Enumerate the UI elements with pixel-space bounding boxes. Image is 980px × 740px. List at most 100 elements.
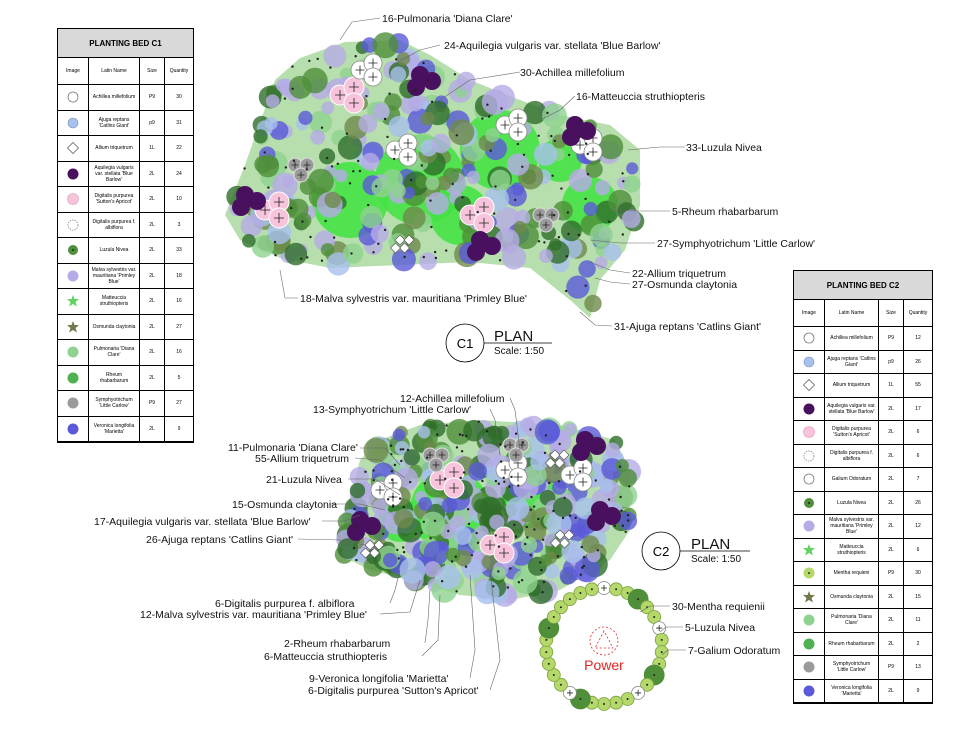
- plant: [533, 142, 558, 166]
- luzula-dot: [521, 165, 524, 168]
- plus-mark: [349, 82, 359, 92]
- luzula-dot: [543, 451, 547, 455]
- row-qty: 12: [903, 514, 932, 539]
- row-latin: Digitalis purpurea 'Sutton's Apricot': [824, 420, 879, 445]
- aquilegia-plant: [578, 122, 596, 140]
- luzula-dot: [530, 495, 533, 499]
- plant: [337, 538, 359, 559]
- row-latin: Matteuccia struthiopteris: [88, 288, 140, 315]
- plus-mark: [449, 483, 459, 493]
- planting-table-c2: PLANTING BED C2 Image Latin Name Size Qu…: [793, 270, 933, 704]
- luzula-dot: [546, 111, 549, 115]
- luzula-dot: [613, 524, 617, 528]
- luzula-dot: [291, 65, 294, 68]
- luzula-dot: [455, 446, 459, 449]
- row-size: 1L: [878, 373, 904, 398]
- ring-dot: [552, 674, 555, 676]
- star-olive-icon: [803, 590, 815, 603]
- circle-lightblue-icon: [803, 356, 815, 368]
- plus-mark: [513, 472, 523, 482]
- plant: [489, 514, 505, 530]
- luzula-dot: [383, 228, 387, 232]
- luzula-dot: [422, 255, 425, 259]
- luzula-dot: [392, 157, 396, 161]
- row-image: [58, 161, 89, 187]
- allium-plant: [545, 457, 556, 469]
- plant: [383, 553, 398, 568]
- plant: [319, 148, 336, 165]
- luzula-dot: [481, 479, 484, 483]
- aquilegia-plant: [483, 237, 501, 255]
- plant: [253, 129, 268, 144]
- row-size: 2L: [878, 585, 904, 609]
- plant: [394, 441, 410, 456]
- plus-mark: [303, 161, 311, 169]
- row-image: [58, 212, 89, 238]
- luzula-dot: [429, 199, 432, 202]
- plus-mark: [656, 625, 663, 632]
- luzula-dot: [541, 538, 545, 541]
- luzula-dot: [494, 185, 497, 188]
- allium-plant: [364, 539, 376, 551]
- leader-lines-ring: [639, 605, 686, 656]
- row-image: [794, 514, 825, 539]
- plant: [402, 206, 426, 230]
- plant: [264, 116, 278, 130]
- plus-mark: [512, 451, 520, 459]
- plant: [549, 238, 562, 251]
- row-qty: 22: [164, 135, 193, 162]
- label-rheum: 2-Rheum rhabarbarum: [284, 638, 390, 650]
- ring-dot: [590, 701, 593, 704]
- luzula-dot: [316, 57, 319, 61]
- plant: [456, 71, 476, 91]
- row-size: 2L: [139, 263, 165, 289]
- plant: [605, 442, 620, 458]
- row-qty: 15: [903, 585, 932, 609]
- plant: [288, 75, 312, 99]
- row-image: [58, 84, 89, 111]
- luzula-dot: [396, 548, 399, 552]
- plant: [415, 175, 429, 189]
- row-qty: 10: [164, 186, 193, 213]
- luzula-dot: [354, 55, 357, 58]
- aquilegia-plant: [407, 78, 425, 96]
- row-image: [794, 350, 825, 374]
- plant: [390, 182, 406, 199]
- plant: [393, 508, 414, 529]
- luzula-dot: [497, 545, 501, 548]
- luzula-dot: [560, 187, 563, 190]
- allium-plant: [563, 529, 575, 541]
- plus-mark: [274, 213, 284, 223]
- plant: [614, 483, 638, 507]
- luzula-dot: [354, 524, 357, 528]
- row-image: [794, 561, 825, 586]
- luzula-dot: [403, 255, 406, 259]
- row-latin: Mentha requieni: [824, 561, 879, 586]
- luzula-dot: [492, 585, 495, 588]
- luzula-dot: [619, 495, 622, 499]
- luzula-dot: [620, 509, 623, 512]
- row-latin: Digitalis purpurea f. albiflora: [88, 212, 140, 238]
- luzula-dot: [510, 475, 513, 479]
- label-pulmonaria: 16-Pulmonaria 'Diana Clare': [382, 13, 513, 25]
- ring-dot: [559, 683, 562, 686]
- luzula-dot: [429, 537, 432, 540]
- luzula-dot: [618, 465, 622, 468]
- plant: [598, 134, 624, 160]
- luzula-dot: [537, 134, 540, 137]
- plant: [466, 170, 481, 185]
- table-row: Malva sylvestris var. mauritiana 'Primle…: [794, 514, 932, 539]
- power-symbol-icon: [589, 626, 619, 656]
- plant: [402, 186, 415, 199]
- luzula-dot: [395, 58, 398, 61]
- row-latin: Ajuga reptans 'Catlins Giant': [88, 110, 140, 136]
- allium-plant: [550, 537, 561, 549]
- row-size: 2L: [139, 339, 165, 366]
- luzula-dot: [497, 570, 500, 573]
